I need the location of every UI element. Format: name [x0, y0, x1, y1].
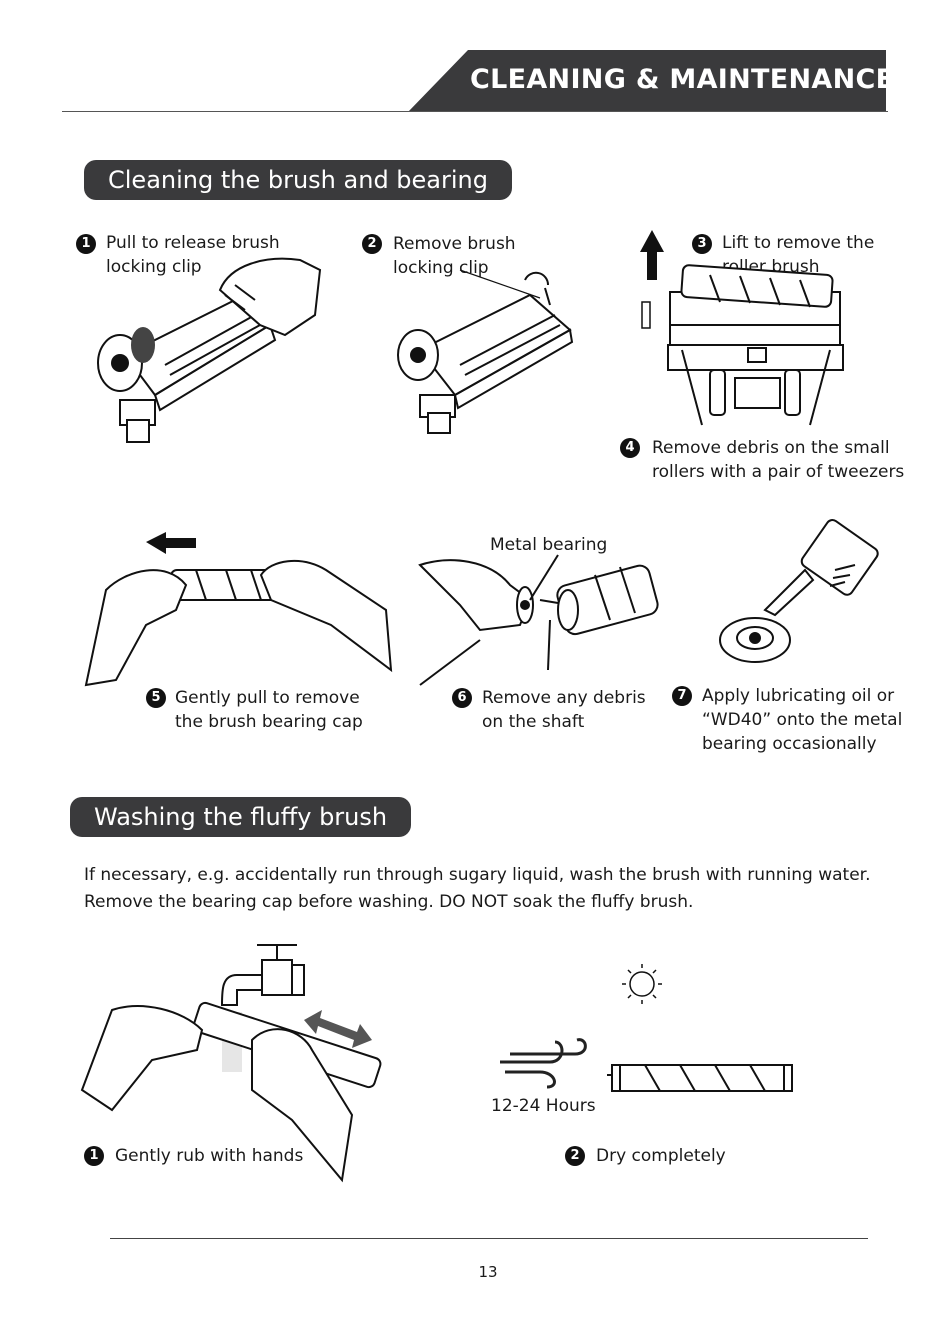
step-number: 2: [362, 234, 382, 254]
step-number: 1: [76, 234, 96, 254]
brush-head-illustration-2: [400, 270, 580, 435]
wind-icon: [500, 1040, 585, 1087]
bearing-shaft-illustration: [420, 555, 660, 690]
arrow-up-icon: [640, 230, 664, 280]
washing-paragraph-line-2: Remove the bearing cap before washing. D…: [84, 889, 884, 916]
page-header-title: CLEANING & MAINTENANCE: [470, 64, 890, 95]
metal-bearing-label: Metal bearing: [490, 533, 607, 557]
roller-lift-illustration: [640, 230, 850, 430]
step-caption: Gently rub with hands: [115, 1144, 303, 1168]
step-number: 1: [84, 1146, 104, 1166]
footer-rule: [110, 1238, 868, 1239]
step-caption: Apply lubricating oil or “WD40” onto the…: [702, 684, 902, 756]
page-number: 13: [468, 1263, 508, 1281]
section-title-cleaning: Cleaning the brush and bearing: [84, 160, 512, 200]
faucet-icon: [257, 945, 297, 960]
washing-paragraph-line-1: If necessary, e.g. accidentally run thro…: [84, 862, 884, 889]
oil-bottle-illustration: [715, 520, 885, 665]
step-number: 7: [672, 686, 692, 706]
step-number: 5: [146, 688, 166, 708]
step-caption: Remove debris on the small rollers with …: [652, 436, 904, 484]
step-number: 4: [620, 438, 640, 458]
step-number: 2: [565, 1146, 585, 1166]
dry-time-label: 12-24 Hours: [491, 1094, 596, 1118]
dry-brush-illustration: [495, 962, 800, 1102]
sun-icon: [622, 964, 662, 1004]
step-caption: Dry completely: [596, 1144, 726, 1168]
step-caption: Gently pull to remove the brush bearing …: [175, 686, 363, 734]
arrow-left-icon: [146, 532, 196, 554]
step-number: 6: [452, 688, 472, 708]
pull-cap-illustration: [86, 530, 396, 690]
header-rule: [62, 111, 888, 112]
step-caption: Remove any debris on the shaft: [482, 686, 646, 734]
brush-head-illustration-1: [95, 255, 330, 445]
section-title-washing: Washing the fluffy brush: [70, 797, 411, 837]
